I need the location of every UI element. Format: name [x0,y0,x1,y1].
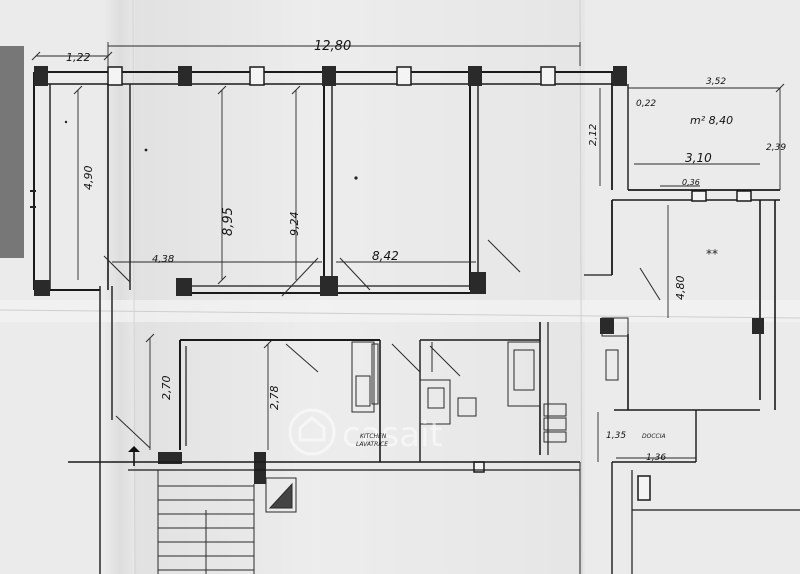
shower-label: DOCCIA [642,433,666,440]
door-swings-lower [115,342,461,449]
dim-3-10: 3,10 [685,151,712,165]
room-marker: ** [706,247,718,261]
room-area: m² 8,40 [690,114,733,127]
dim-8-42: 8,42 [372,249,399,263]
left-edge-strip [0,46,24,258]
dim-4-80: 4,80 [674,276,687,301]
dimension-ticks [31,51,785,349]
door-swings-upper [103,239,661,301]
dim-0-36: 0,36 [682,178,700,187]
entrance-arrow-icon [128,446,140,466]
lower-walls [68,286,800,574]
dim-1-35: 1,35 [606,431,626,441]
kitchen-fixtures [351,317,629,443]
staircase [157,470,297,574]
dim-2-70: 2,70 [160,376,173,401]
watermark-brand: casait [342,415,443,455]
dim-4-90: 4,90 [82,166,95,191]
watermark: casait [288,408,443,456]
room-labels: KITCHEN LAVATRICE DOCCIA ** [356,247,718,448]
windows [107,66,752,501]
pillars [34,66,764,484]
dim-2-39: 2,39 [766,143,786,153]
dim-2-12: 2,12 [588,124,599,146]
kitchen-label-line2: LAVATRICE [356,441,388,448]
plan-marks [30,120,358,208]
dim-4-38: 4,38 [152,254,174,265]
dim-9-24: 9,24 [288,212,301,237]
dim-0-22: 0,22 [636,99,656,109]
dimension-lines [36,42,781,462]
dim-12-80: 12,80 [314,39,351,54]
dimension-labels: 1,22 12,80 3,52 0,22 m² 8,40 2,39 3,10 0… [66,39,786,463]
dim-2-78: 2,78 [268,386,281,411]
dim-1-36: 1,36 [646,453,666,463]
dim-3-52: 3,52 [706,77,726,87]
kitchen-label-line1: KITCHEN [360,433,387,440]
dim-1-22: 1,22 [66,51,91,64]
dim-8-95: 8,95 [221,207,236,236]
